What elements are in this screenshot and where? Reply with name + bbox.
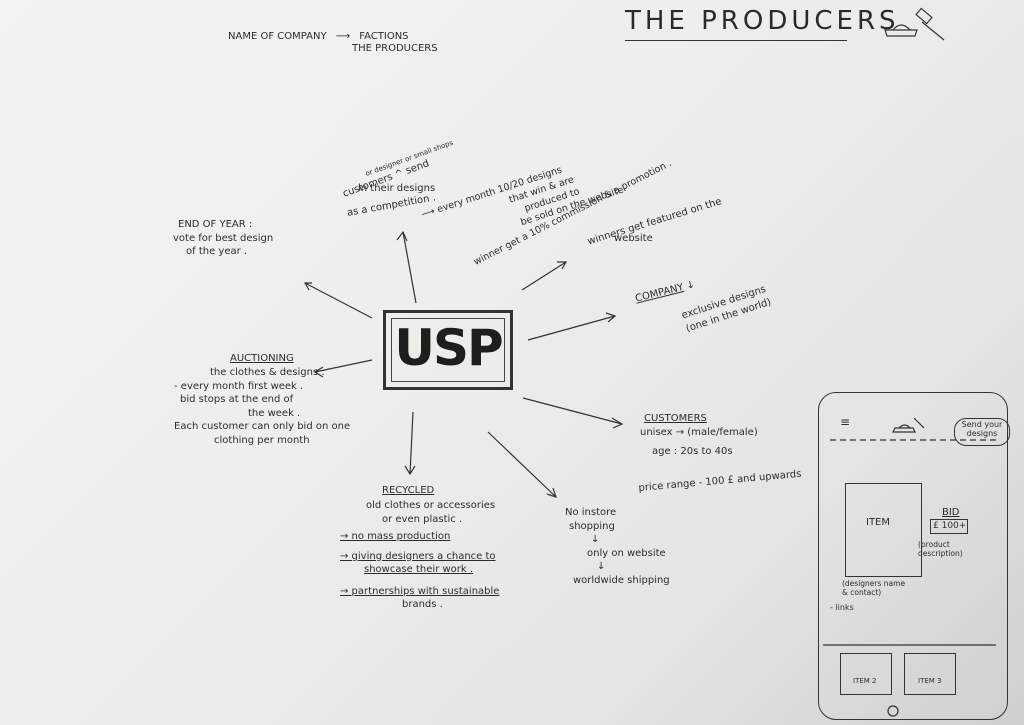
auction-line: Each customer can only bid on one	[174, 421, 351, 432]
item3-label: ITEM 3	[918, 677, 942, 685]
product-description: (product description)	[918, 540, 963, 558]
top-note-producers: THE PRODUCERS	[352, 43, 438, 54]
top-note-factions: FACTIONS	[359, 31, 409, 42]
top-note-arrow: ⟶	[335, 31, 351, 42]
send-designs-button: Send your designs	[954, 418, 1010, 446]
recycled-title: RECYCLED	[382, 485, 435, 496]
instore-line: worldwide shipping	[573, 574, 670, 586]
item2-label: ITEM 2	[853, 677, 877, 685]
usp-box: USP	[383, 310, 513, 390]
item3-box	[904, 653, 956, 695]
arrow-to-auctioning-head	[313, 366, 324, 378]
recycled-bullet: → giving designers a chance to	[340, 550, 496, 562]
arrow-to-competition	[402, 231, 417, 304]
phone-home-button	[887, 705, 899, 717]
end-of-year-line: of the year .	[186, 246, 248, 257]
arrow-to-instore	[487, 431, 557, 498]
usp-inner-frame	[391, 318, 505, 382]
auction-line: the week .	[248, 407, 301, 419]
recycled-bullet: brands .	[402, 599, 443, 610]
instore-line: No instore	[565, 507, 617, 518]
instore-line: ↓	[597, 561, 606, 572]
featured-line: website	[614, 233, 653, 244]
customers-line: unisex → (male/female)	[640, 426, 758, 438]
arrow-to-recycled-head	[404, 465, 416, 476]
arrow-to-end-of-year-head	[303, 282, 312, 291]
customers-node: CUSTOMERS unisex → (male/female) age : 2…	[640, 412, 758, 459]
arrow-to-customers-head	[611, 417, 624, 429]
item2-box	[840, 653, 892, 695]
title-underline	[625, 40, 847, 41]
auction-line: the clothes & designs .	[210, 367, 325, 378]
arrow-to-recycled	[409, 411, 414, 475]
arrow-to-company-head	[605, 312, 617, 323]
send-designs-label: Send your designs	[961, 420, 1003, 438]
recycled-bullet: → partnerships with sustainable	[340, 585, 500, 597]
arrow-to-customers	[522, 397, 623, 425]
auctioning-title: AUCTIONING	[230, 353, 294, 364]
logo-gavel-handle	[921, 21, 945, 41]
auction-line: - every month first week .	[174, 380, 304, 392]
auction-line: clothing per month	[214, 434, 310, 446]
end-of-year-heading: END OF YEAR :	[178, 219, 253, 230]
recycled-heading: RECYCLED	[382, 484, 434, 498]
page-title: THE PRODUCERS	[625, 6, 900, 36]
usp-label: USP	[394, 319, 503, 377]
auctioning-heading: AUCTIONING	[230, 352, 294, 366]
bid-value: £ 100+	[933, 521, 967, 531]
arrow-to-end-of-year	[304, 282, 373, 319]
designer-name: (designers name & contact)	[842, 579, 906, 598]
phone-logo-doodle	[892, 417, 925, 433]
item-label: ITEM	[866, 517, 891, 528]
arrow-to-company	[527, 315, 616, 341]
arrow-to-instore-head	[546, 487, 557, 498]
customers-heading: CUSTOMERS	[644, 413, 707, 424]
links-label: - links	[830, 603, 854, 612]
bid-box	[930, 519, 968, 534]
menu-icon: ≡	[840, 415, 851, 429]
logo-stand	[884, 24, 918, 37]
auction-line: bid stops at the end of	[180, 394, 294, 405]
instore-line: only on website	[587, 547, 666, 559]
auctioning-node: the clothes & designs . - every month fi…	[174, 366, 351, 447]
bid-label: BID	[942, 507, 960, 518]
end-of-year-node: END OF YEAR : vote for best design of th…	[173, 218, 273, 259]
item-image-box	[845, 483, 922, 577]
top-note-company: NAME OF COMPANY	[228, 31, 327, 42]
arrow-to-auctioning	[314, 359, 373, 373]
recycled-bullet: → no mass production	[340, 531, 451, 542]
instore-line: shopping	[569, 520, 615, 532]
arrow-to-featured-head	[557, 261, 568, 270]
arrow-to-featured	[521, 261, 567, 291]
arrow-to-competition-head	[396, 230, 408, 242]
customers-line: age : 20s to 40s	[652, 446, 733, 457]
instore-node: No instore shopping ↓ only on website ↓ …	[565, 506, 670, 587]
instore-line: ↓	[591, 534, 600, 545]
phone-wireframe	[818, 392, 1008, 720]
recycled-bullet: showcase their work .	[364, 564, 474, 575]
recycled-line: or even plastic .	[382, 513, 463, 525]
recycled-node: old clothes or accessories or even plast…	[340, 499, 499, 612]
competition-line: in their designs	[358, 183, 436, 194]
top-note: NAME OF COMPANY ⟶ FACTIONS	[228, 30, 409, 44]
recycled-line: old clothes or accessories	[366, 500, 496, 511]
logo-gavel-head	[915, 7, 933, 25]
end-of-year-line: vote for best design	[173, 232, 274, 244]
